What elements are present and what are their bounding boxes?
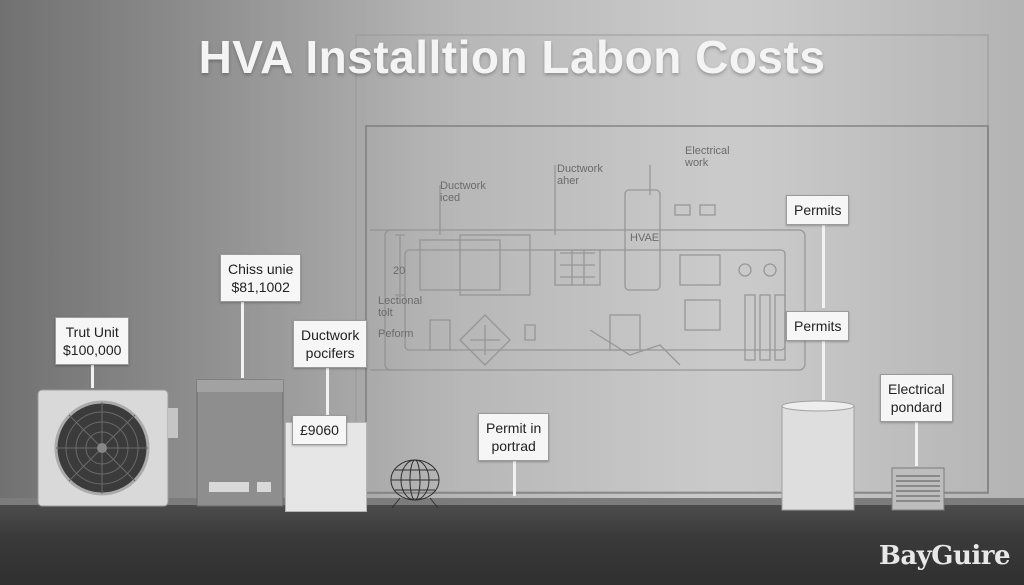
label-stem-chiss-unie <box>241 294 244 378</box>
wall-frame-inner <box>365 125 989 494</box>
label-stem-ductwork <box>326 360 329 422</box>
label-stem-permits-top <box>822 220 825 308</box>
blueprint-label-peform: Peform <box>378 328 414 340</box>
label-card-permits-mid: Permits <box>786 311 850 341</box>
label-card-chiss-unie: Chiss unie$81,1002 <box>220 254 302 302</box>
label-card-cost-9060: £9060 <box>292 415 347 445</box>
furnace-unit <box>195 378 287 508</box>
label-stem-permit-in <box>513 448 516 496</box>
baseboard <box>0 498 1024 506</box>
hvac-blueprint-drawing <box>370 165 806 371</box>
brand-watermark: BayGuire <box>878 541 1011 571</box>
blueprint-label-hvac: HVAE <box>630 232 660 244</box>
cylinder-unit <box>780 400 856 512</box>
electrical-filter-box <box>890 466 946 512</box>
wire-sphere <box>386 456 444 510</box>
outdoor-ac-unit <box>36 388 180 508</box>
label-card-permits-top: Permits <box>786 195 850 225</box>
page-title: HVA Installtion Labon Costs <box>198 31 826 83</box>
label-stem-trut-unit <box>91 360 94 388</box>
label-card-trut-unit: Trut Unit$100,000 <box>55 317 130 365</box>
label-stem-permits-mid <box>822 336 825 400</box>
blueprint-label-20: 20 <box>393 265 406 277</box>
floor <box>0 505 1024 585</box>
label-stem-electrical <box>915 418 918 466</box>
